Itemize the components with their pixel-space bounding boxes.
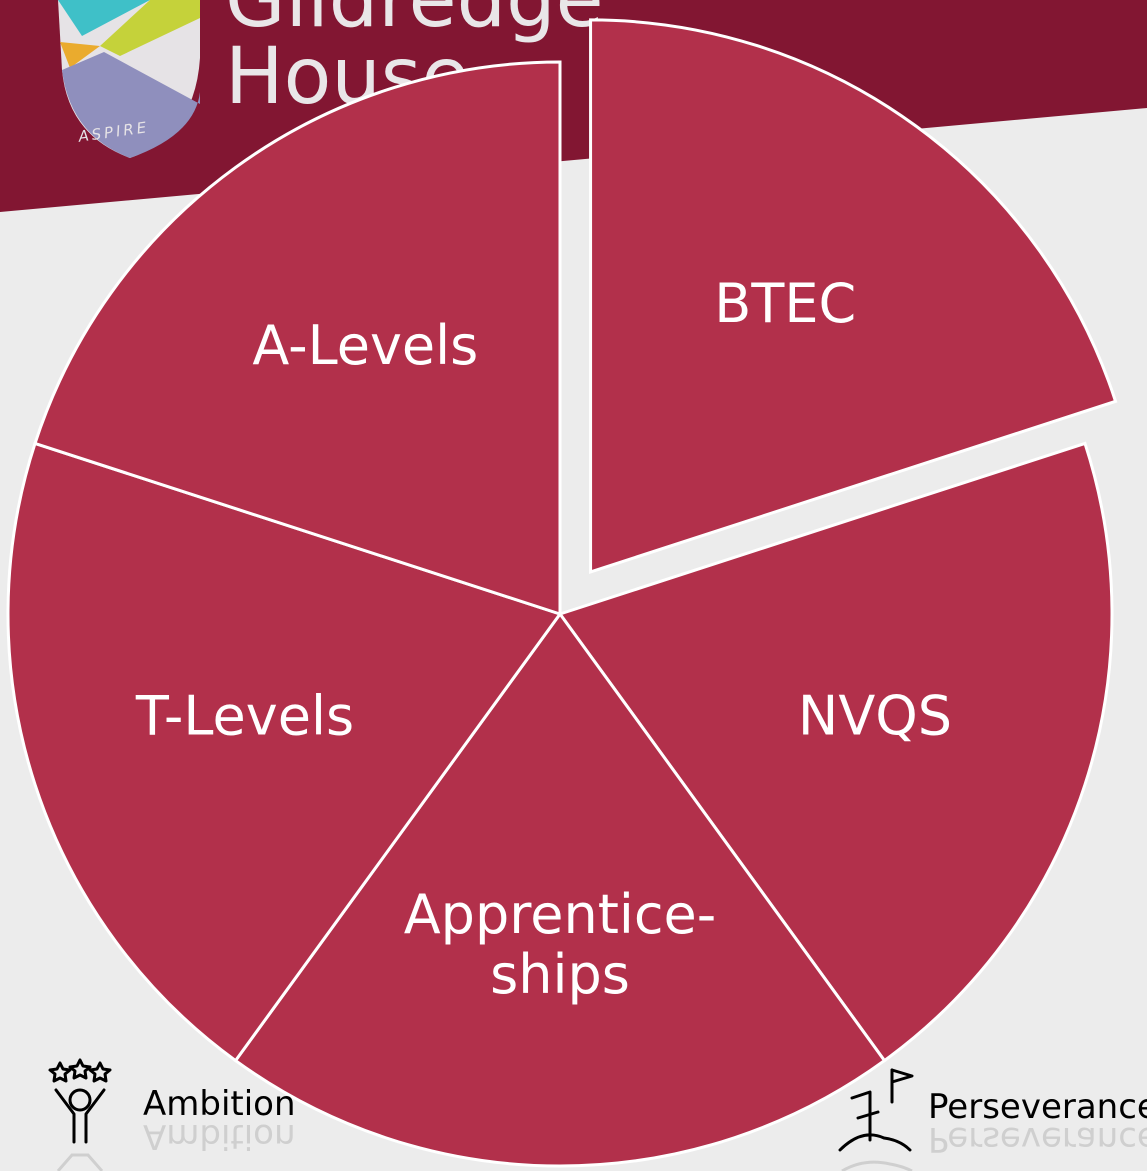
brand-name-line1: Gildredge xyxy=(225,0,604,45)
perseverance-label-reflection: Perseverance xyxy=(928,1119,1147,1159)
pie-slice-apprentice-ships xyxy=(233,611,887,1168)
pie-label-apprentice-ships: Apprentice-ships xyxy=(404,883,717,1006)
ambition-value: Ambition Ambition xyxy=(48,1058,296,1171)
pie-label-nvqs: NVQS xyxy=(798,684,952,747)
ambition-label-reflection: Ambition xyxy=(143,1116,296,1156)
perseverance-value: Perseverance Perseverance xyxy=(838,1068,1147,1171)
pie-label-btec: BTEC xyxy=(714,272,856,335)
ambition-label: Ambition xyxy=(143,1084,296,1124)
pie-label-a-levels: A-Levels xyxy=(252,314,478,377)
school-crest-logo: ASPIRE xyxy=(58,0,200,158)
pie-slice-nvqs xyxy=(557,441,1114,1063)
ambition-stars-person-icon xyxy=(48,1058,112,1144)
perseverance-label: Perseverance xyxy=(928,1087,1147,1127)
pie-slice-a-levels xyxy=(33,60,562,617)
pie-label-t-levels: T-Levels xyxy=(135,684,354,747)
perseverance-flag-climb-icon xyxy=(838,1068,914,1152)
pie-slice-t-levels xyxy=(6,441,563,1063)
pie-slice-btec xyxy=(589,18,1118,574)
pie-chart: BTEC NVQS Apprentice-ships T-Levels A-Levels xyxy=(6,18,1118,1168)
